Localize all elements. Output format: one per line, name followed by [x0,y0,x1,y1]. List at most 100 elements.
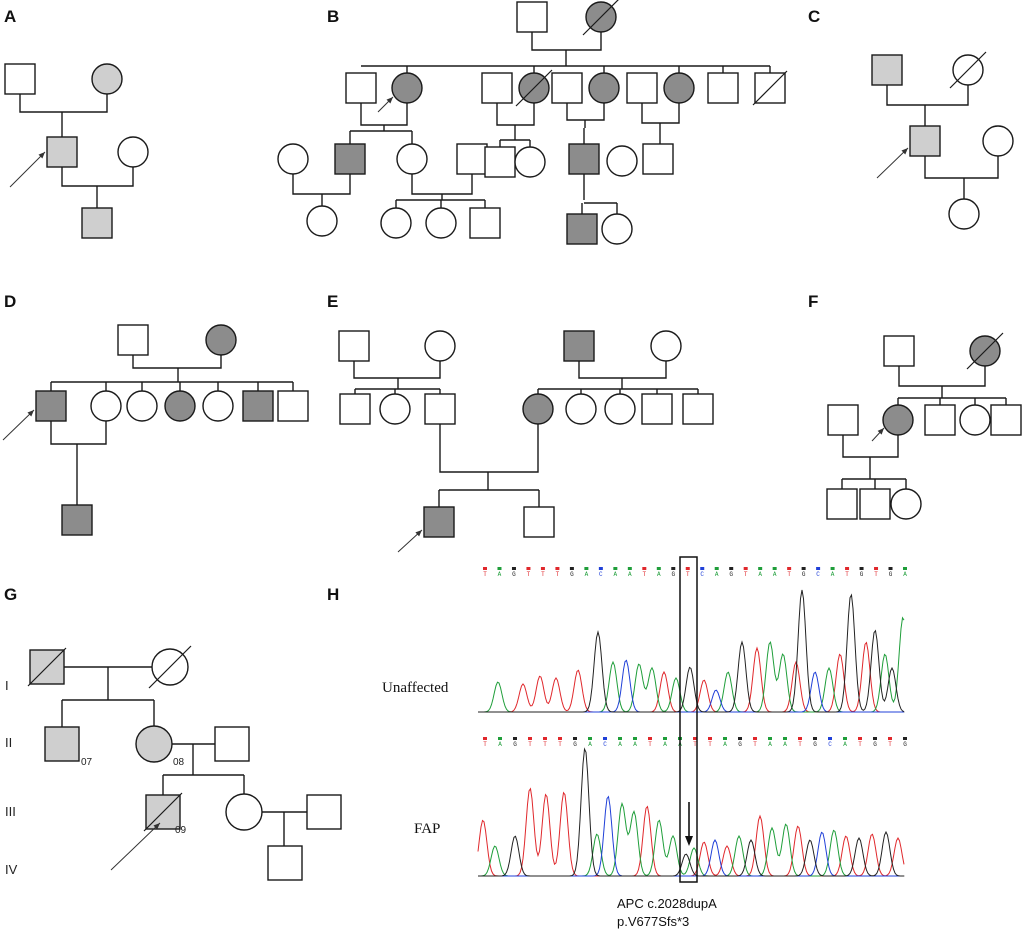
unaffected-trace-G [478,589,905,713]
individual-female-unaffected [959,404,991,436]
seq-top-base-marker [714,567,719,570]
proband-arrowhead [901,148,908,155]
seq-top-base-marker [772,567,777,570]
seq-top-base-marker [483,567,487,570]
individual-female-unaffected [424,330,456,362]
fap-trace-G [478,747,904,877]
individual-female-unaffected [379,393,411,425]
pedigree-lines [19,32,1007,846]
seq-top-base-11: T [643,571,647,578]
seq-bottom-base-marker [663,737,667,740]
seq-top-base-6: G [570,571,574,578]
seq-top-base-marker [598,567,603,570]
seq-bottom-base-marker [513,737,517,740]
seq-bottom-base-26: G [873,741,877,748]
individual-male-unaffected [345,72,377,104]
individual-female-affected [205,324,237,356]
seq-top-base-marker [642,567,647,570]
individual-male-unaffected [267,845,303,881]
generation-label-2: II [5,735,12,750]
seq-top-base-marker [511,567,516,570]
individual-male-unaffected [339,393,371,425]
seq-top-base-marker [627,567,632,570]
seq-top-base-marker [758,567,763,570]
variant-highlight-box [679,556,698,883]
seq-bottom-base-marker [588,737,592,740]
individual-male-affected [35,390,67,422]
seq-top-base-8: C [599,571,603,578]
individual-male-unaffected [277,390,309,422]
seq-top-base-19: A [758,571,762,578]
pedigree-connector [411,174,473,195]
individual-male-unaffected [551,72,583,104]
seq-bottom-base-marker [903,737,907,740]
seq-top-base-1: A [498,571,502,578]
seq-bottom-base-marker [828,737,832,740]
individual-female-unaffected [650,330,682,362]
individual-male-unaffected [4,63,36,95]
pedigree-connector [496,103,535,126]
proband-arrowhead [415,530,422,537]
individual-male-unaffected [424,393,456,425]
unaffected-trace-A [478,616,905,713]
seq-top-base-marker [845,567,850,570]
seq-bottom-base-3: T [528,741,532,748]
individual-id-07: 07 [81,757,93,768]
individual-male-unaffected [827,404,859,436]
seq-top-base-marker [497,567,502,570]
individual-female-unaffected [396,143,428,175]
seq-bottom-base-10: A [633,741,637,748]
individual-female-unaffected [601,213,633,245]
generation-label-3: III [5,804,16,819]
pedigree-connector [132,355,222,369]
individual-male-unaffected [682,393,714,425]
deceased-slash [148,645,192,689]
individual-male-unaffected [924,404,956,436]
seq-bottom-base-5: T [558,741,562,748]
seq-bottom-base-23: C [828,741,832,748]
individual-male-affected [46,136,78,168]
generation-label-1: I [5,678,9,693]
seq-bottom-base-marker [693,737,697,740]
individual-male-unaffected [523,506,555,538]
individual-female-unaffected [425,207,457,239]
individual-id-08: 08 [173,757,185,768]
individual-male-unaffected [306,794,342,830]
seq-top-base-marker [700,567,705,570]
seq-bottom-base-marker [888,737,892,740]
individual-male-affected [423,506,455,538]
seq-top-base-17: G [729,571,733,578]
individual-male-unaffected [338,330,370,362]
seq-top-base-marker [540,567,545,570]
seq-top-base-2: G [512,571,516,578]
seq-bottom-base-marker [543,737,547,740]
pedigree-connector [641,103,680,124]
individual-male-unaffected [859,488,891,520]
seq-top-base-21: T [787,571,791,578]
proband-arrow [110,822,161,871]
seq-top-base-5: T [556,571,560,578]
individual-male-unaffected [214,726,250,762]
seq-bottom-base-marker [498,737,502,740]
individual-female-affected [164,390,196,422]
trace-label-unaffected: Unaffected [382,680,449,696]
seq-top-base-4: T [541,571,545,578]
individual-male-unaffected [481,72,513,104]
individual-male-unaffected [642,143,674,175]
individual-female-unaffected [982,125,1014,157]
seq-top-base-29: A [903,571,907,578]
individual-female-unaffected [202,390,234,422]
panel-label-h: H [327,585,339,604]
individual-male-affected [44,726,80,762]
seq-top-base-20: A [773,571,777,578]
individual-female-unaffected [225,793,263,831]
seq-bottom-base-0: T [483,741,487,748]
seq-top-base-marker [874,567,879,570]
individual-female-unaffected [606,145,638,177]
proband-arrow [876,147,909,179]
individual-female-affected [588,72,620,104]
pedigree-connector [292,174,351,195]
pedigree-connector [531,32,602,51]
seq-bottom-base-25: T [858,741,862,748]
